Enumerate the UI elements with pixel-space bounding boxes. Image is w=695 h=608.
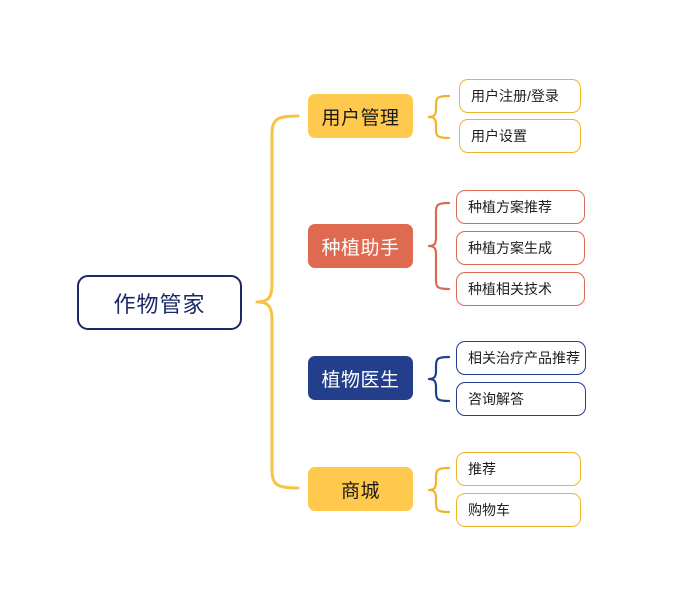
leaf-node-label: 咨询解答 [468, 391, 524, 407]
leaf-node-label: 用户注册/登录 [471, 88, 559, 104]
leaf-node-planting-plan-generation[interactable]: 种植方案生成 [456, 231, 585, 265]
leaf-node-shopping-cart[interactable]: 购物车 [456, 493, 581, 527]
branch-brace-user-management [427, 94, 451, 140]
leaf-node-label: 购物车 [468, 502, 510, 518]
leaf-node-consultation-answers[interactable]: 咨询解答 [456, 382, 586, 416]
leaf-node-user-settings[interactable]: 用户设置 [459, 119, 581, 153]
branch-brace-plant-doctor [427, 355, 451, 403]
leaf-node-label: 种植方案生成 [468, 240, 552, 256]
leaf-node-recommendation[interactable]: 推荐 [456, 452, 581, 486]
leaf-node-label: 推荐 [468, 461, 496, 477]
leaf-node-treatment-product-recommendation[interactable]: 相关治疗产品推荐 [456, 341, 586, 375]
branch-node-plant-doctor[interactable]: 植物医生 [308, 356, 413, 400]
branch-node-mall[interactable]: 商城 [308, 467, 413, 511]
branch-node-user-management[interactable]: 用户管理 [308, 94, 413, 138]
leaf-node-user-register-login[interactable]: 用户注册/登录 [459, 79, 581, 113]
branch-node-label: 植物医生 [321, 369, 400, 391]
branch-node-label: 种植助手 [321, 237, 400, 259]
root-node-label: 作物管家 [113, 291, 206, 317]
leaf-node-planting-related-technology[interactable]: 种植相关技术 [456, 272, 585, 306]
branch-brace-mall [427, 466, 451, 514]
root-brace [255, 114, 300, 490]
leaf-node-label: 用户设置 [471, 128, 527, 144]
leaf-node-label: 种植相关技术 [468, 281, 552, 297]
branch-node-planting-assistant[interactable]: 种植助手 [308, 224, 413, 268]
branch-node-label: 用户管理 [321, 107, 400, 129]
root-node[interactable]: 作物管家 [77, 275, 242, 330]
branch-node-label: 商城 [340, 480, 380, 502]
leaf-node-label: 种植方案推荐 [468, 199, 552, 215]
branch-brace-planting-assistant [427, 201, 451, 291]
leaf-node-label: 相关治疗产品推荐 [468, 350, 580, 366]
leaf-node-planting-plan-recommendation[interactable]: 种植方案推荐 [456, 190, 585, 224]
